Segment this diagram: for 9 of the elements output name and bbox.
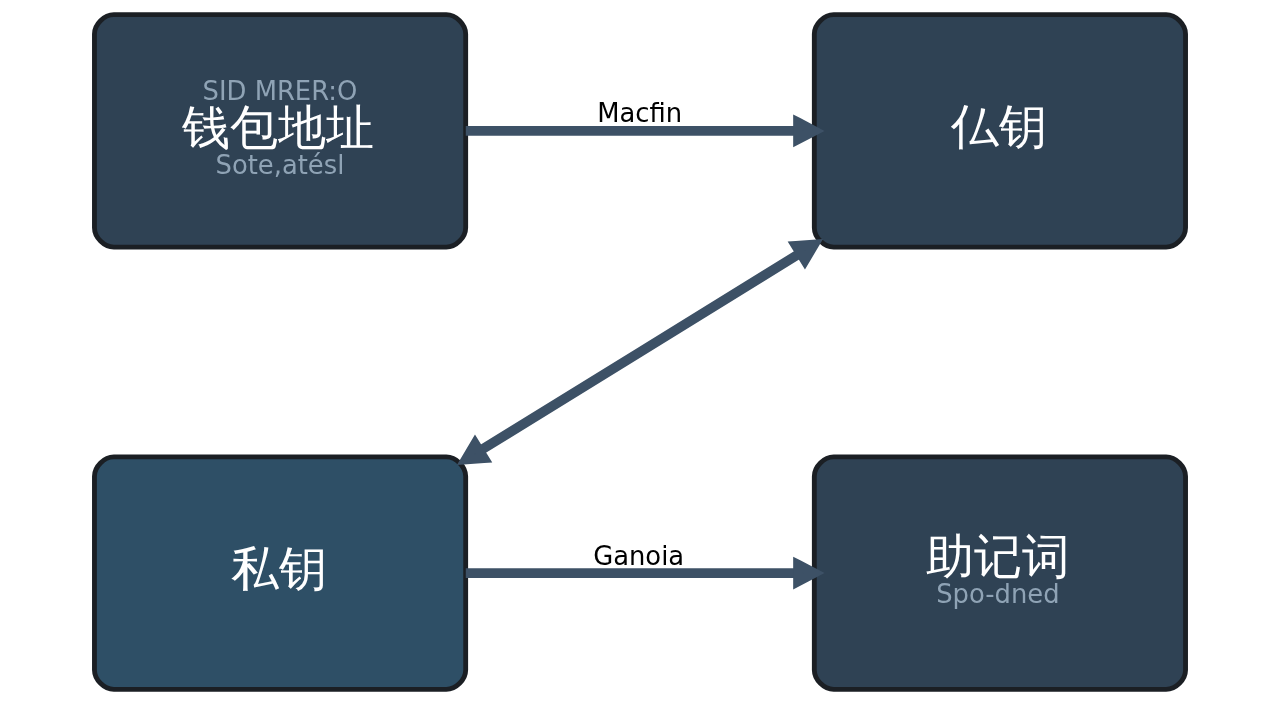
edge-label: Ganoia	[593, 540, 685, 571]
node-box: 私钥	[92, 454, 469, 692]
node-box: SID MRER:O 钱包地址 Sote,atésl	[92, 12, 469, 250]
node-box: 助记词 Spo-dned	[811, 454, 1188, 692]
arrow	[456, 239, 823, 465]
edge-label: Macfin	[597, 98, 683, 129]
arrow	[465, 556, 825, 590]
node-box: 仏钥	[811, 12, 1188, 250]
arrow	[465, 114, 825, 148]
